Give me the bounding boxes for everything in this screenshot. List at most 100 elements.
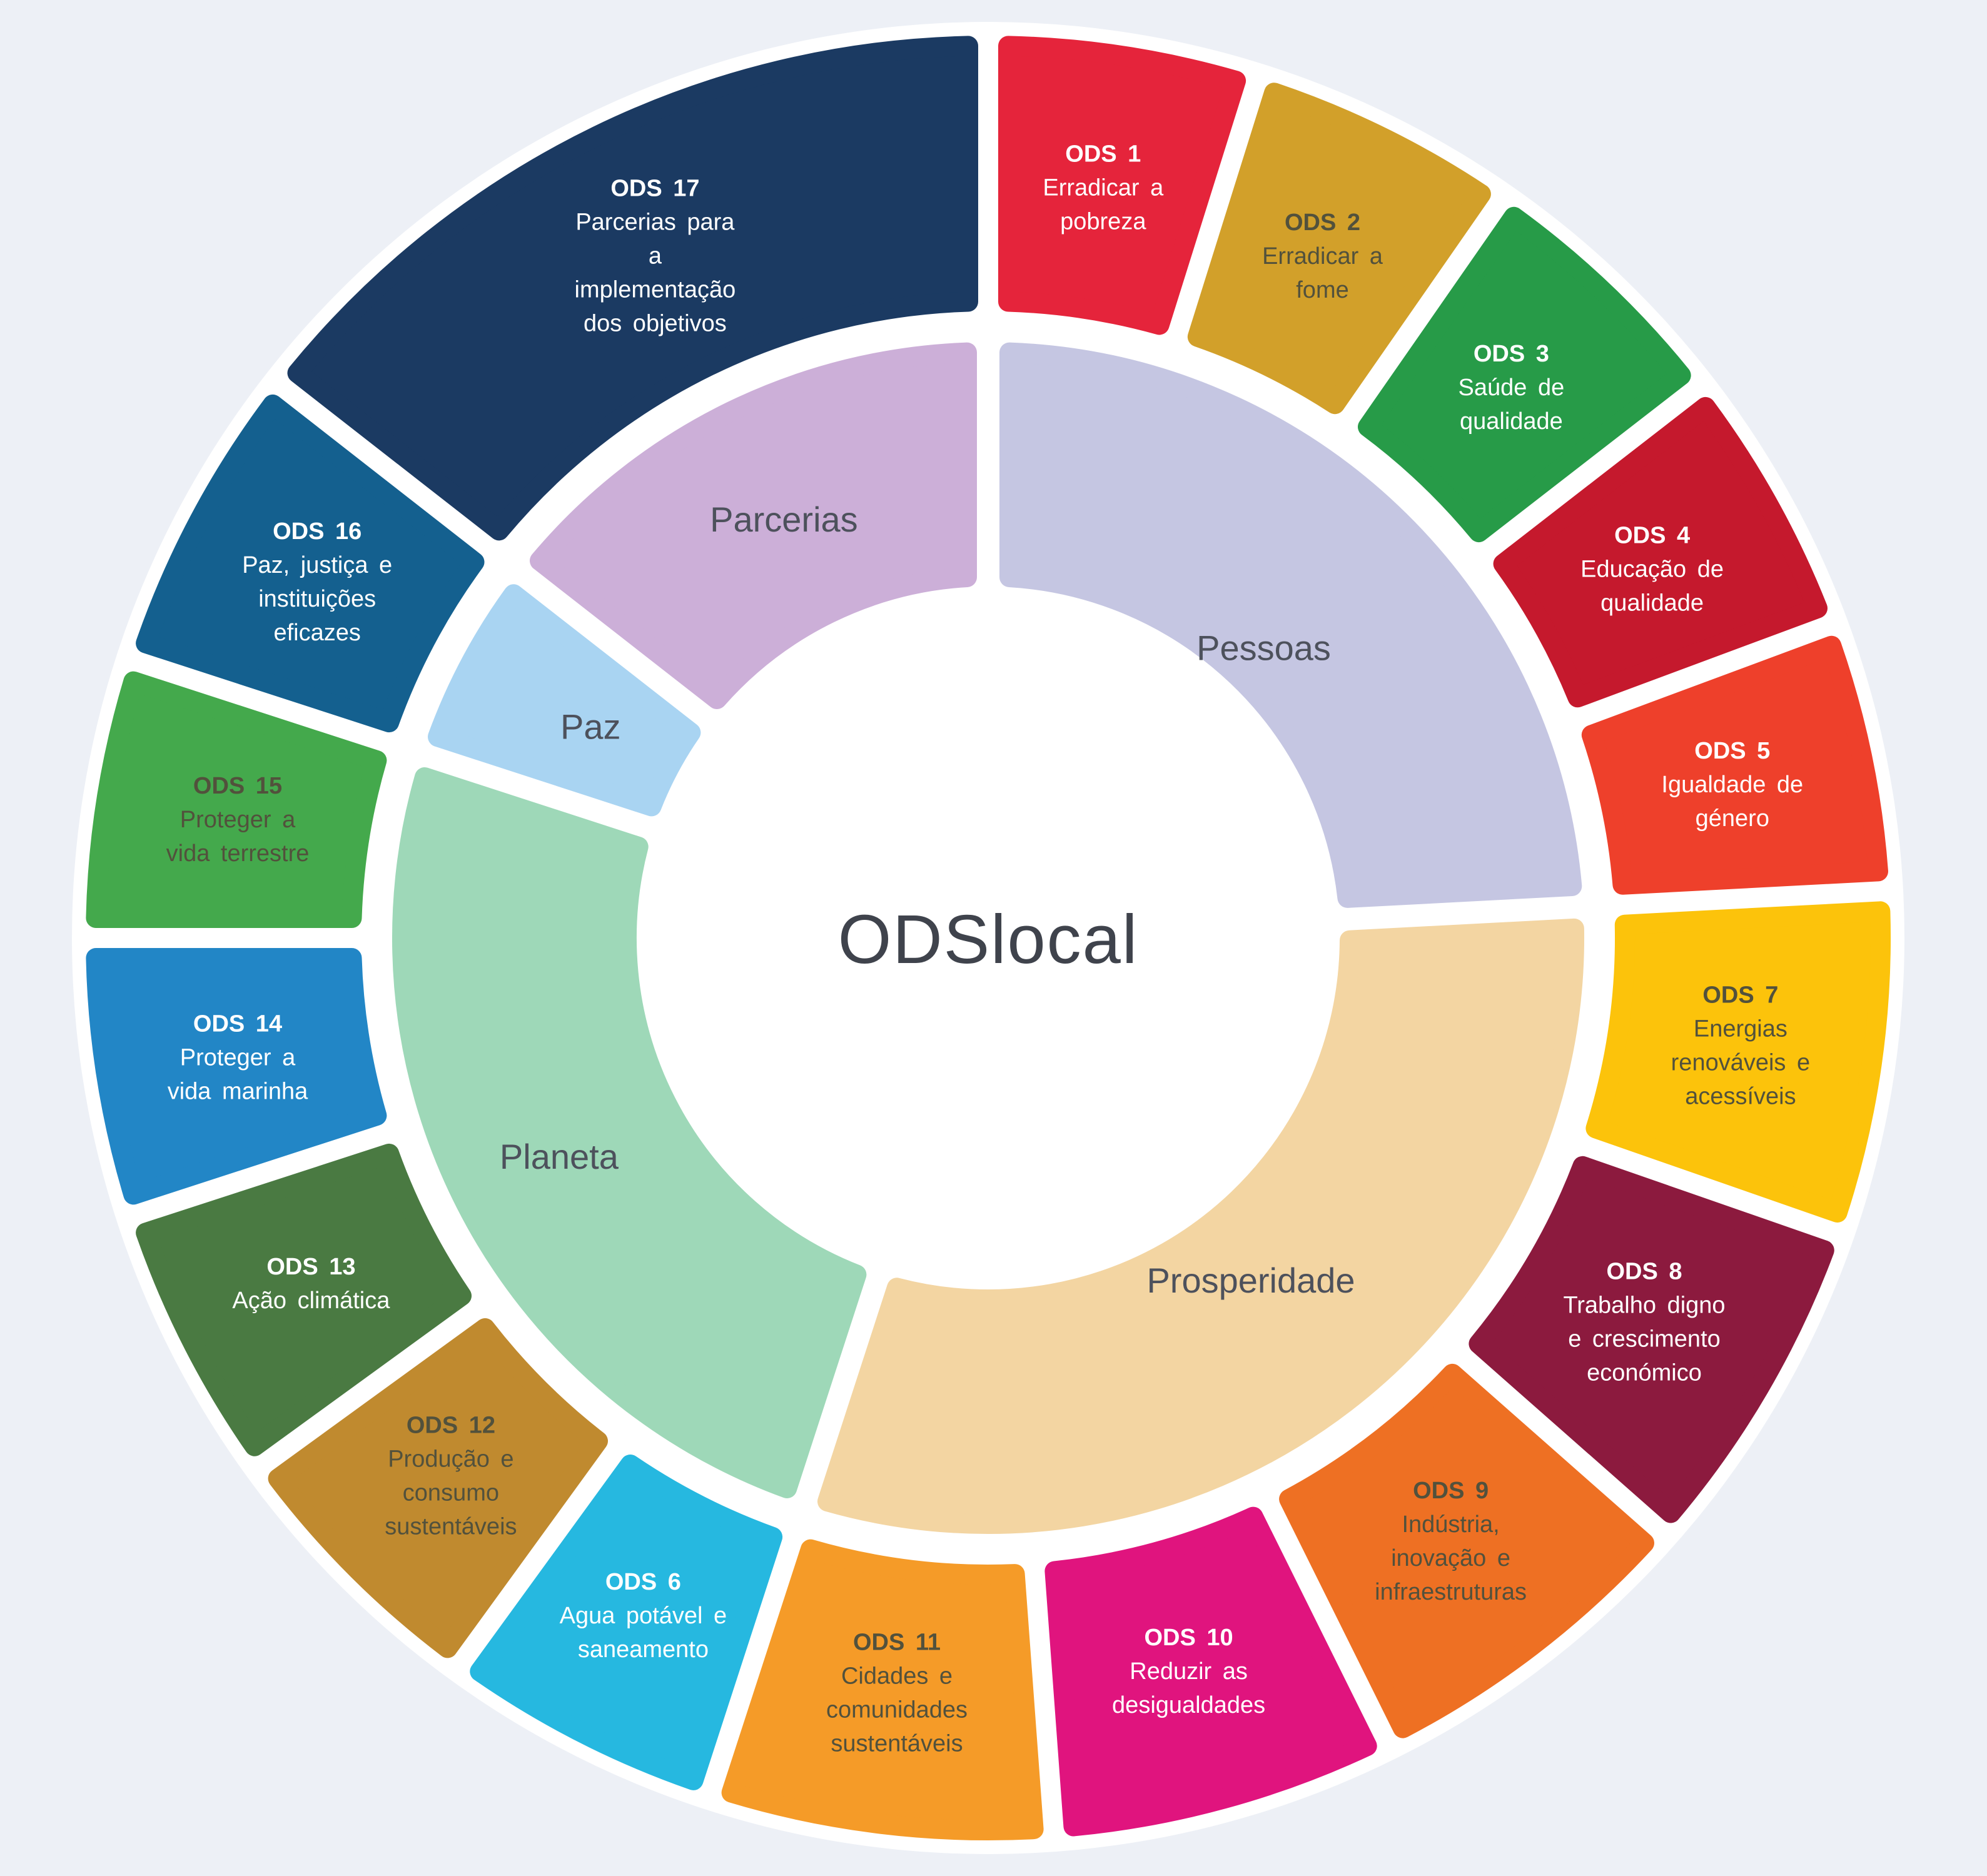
category-sector-parcerias [530,342,977,709]
goal-label-ods-9-line: ODS 9 [1413,1478,1489,1504]
goal-label-ods-17-line: dos objetivos [584,310,727,336]
goal-label-ods-9-line: inovação e [1391,1545,1510,1571]
goal-label-ods-8-line: ODS 8 [1606,1258,1682,1284]
goal-label-ods-7-line: acessíveis [1685,1084,1796,1110]
goal-label-ods-16-line: eficazes [273,620,360,646]
goal-label-ods-1: ODS 1 Erradicar a pobreza [1043,141,1164,234]
goal-label-ods-10-line: ODS 10 [1145,1625,1233,1651]
goal-label-ods-3-line: qualidade [1460,408,1563,435]
goal-sector-ods-11 [721,1539,1044,1840]
goal-label-ods-2-line: fome [1296,277,1348,303]
goal-label-ods-11-line: Cidades e [841,1663,953,1690]
goal-label-ods-16: ODS 16 Paz, justiça e instituições eficazes [242,518,392,646]
category-label-parcerias-line: Parcerias [710,500,858,539]
goal-label-ods-4-line: ODS 4 [1614,522,1690,548]
goal-label-ods-13-line: ODS 13 [266,1254,355,1280]
goal-label-ods-16-line: Paz, justiça e [242,552,392,578]
goal-sector-ods-12 [268,1318,608,1658]
goal-label-ods-7-line: Energias [1694,1016,1787,1042]
goal-label-ods-12-line: ODS 12 [407,1412,495,1438]
category-label-parcerias: Parcerias [710,500,858,539]
goal-label-ods-12-line: sustentáveis [385,1513,517,1540]
goal-sector-ods-2 [1187,83,1491,415]
goal-label-ods-3-line: ODS 3 [1474,341,1549,367]
goal-label-ods-10-line: desigualdades [1112,1692,1265,1718]
category-sector-planeta [392,767,867,1498]
goal-sector-ods-1 [998,36,1246,335]
goal-label-ods-6-line: ODS 6 [605,1569,681,1595]
goal-sector-ods-5 [1581,635,1888,895]
goal-sector-ods-7 [1585,901,1891,1223]
goal-label-ods-16-line: instituições [258,586,376,612]
category-label-planeta: Planeta [500,1137,619,1176]
goal-label-ods-2-line: ODS 2 [1285,209,1360,236]
goal-label-ods-10: ODS 10 Reduzir as desigualdades [1112,1625,1265,1718]
goal-label-ods-17-line: ODS 17 [610,175,699,201]
goal-label-ods-8: ODS 8 Trabalho digno e crescimento económic… [1563,1258,1725,1386]
goal-label-ods-15-line: Proteger a [180,807,296,833]
goal-label-ods-3-line: Saúde de [1459,375,1565,401]
category-label-paz-line: Paz [560,707,621,747]
goal-label-ods-5-line: género [1696,805,1769,832]
category-label-prosperidade: Prosperidade [1146,1261,1355,1300]
goal-label-ods-11-line: sustentáveis [831,1731,963,1757]
category-label-pessoas: Pessoas [1196,628,1331,667]
goal-ring [86,36,1891,1840]
goal-sector-ods-8 [1469,1156,1834,1523]
goal-label-ods-11: ODS 11 Cidades e comunidades sustentáveis [826,1630,968,1757]
goal-label-ods-12-line: consumo [403,1480,499,1506]
goal-label-ods-16-line: ODS 16 [273,518,362,545]
goal-label-ods-15-line: vida terrestre [166,840,310,867]
goal-label-ods-14-line: Proteger a [180,1044,296,1071]
goal-label-ods-14-line: vida marinha [168,1078,308,1104]
category-ring [392,342,1584,1535]
goal-label-ods-3: ODS 3 Saúde de qualidade [1459,341,1565,435]
goal-label-ods-8-line: económico [1587,1359,1702,1386]
goal-sector-ods-13 [136,1143,472,1456]
goal-sector-ods-16 [136,394,485,733]
goal-sector-ods-3 [1358,206,1691,543]
category-sector-pessoas [999,342,1582,908]
category-label-pessoas-line: Pessoas [1196,628,1331,667]
goal-label-ods-9-line: Indústria, [1402,1511,1499,1538]
goal-label-ods-1-line: Erradicar a [1043,174,1164,201]
goal-label-ods-11-line: comunidades [826,1697,968,1723]
goal-label-ods-8-line: e crescimento [1568,1326,1721,1352]
goal-label-ods-10-line: Reduzir as [1130,1658,1248,1685]
goal-label-ods-11-line: ODS 11 [853,1630,941,1656]
goal-sector-ods-14 [86,948,387,1205]
goal-label-ods-12: ODS 12 Produção e consumo sustentáveis [385,1412,517,1540]
goal-label-ods-1-line: ODS 1 [1065,141,1141,167]
goal-label-ods-1-line: pobreza [1060,208,1146,234]
goal-label-ods-7-line: renováveis e [1671,1050,1810,1076]
goal-label-ods-6-line: Agua potável e [560,1603,727,1629]
goal-sector-ods-4 [1493,396,1828,708]
category-label-planeta-line: Planeta [500,1137,619,1176]
goal-label-ods-17-line: a [649,243,662,269]
goal-sector-ods-15 [86,671,387,928]
goal-sector-ods-17 [287,36,978,541]
category-label-paz: Paz [560,707,621,747]
goal-label-ods-12-line: Produção e [388,1446,513,1472]
goal-sector-ods-10 [1044,1506,1377,1837]
goal-sector-ods-9 [1279,1363,1654,1738]
center-title: ODSlocal [838,901,1139,978]
goal-label-ods-4-line: qualidade [1600,590,1704,616]
category-sector-paz [428,584,701,817]
goal-label-ods-5-line: Igualdade de [1661,772,1803,798]
category-label-prosperidade-line: Prosperidade [1146,1261,1355,1300]
goal-label-ods-13-line: Ação climática [232,1288,390,1314]
category-sector-prosperidade [817,918,1584,1535]
goal-label-ods-4-line: Educação de [1580,556,1724,582]
goal-label-ods-8-line: Trabalho digno [1563,1292,1725,1318]
